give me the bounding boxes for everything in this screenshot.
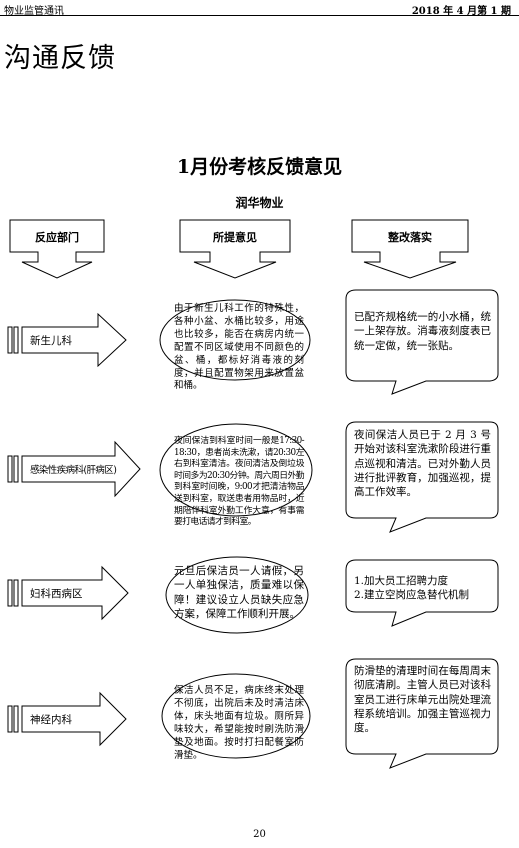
row-2-opinion-ellipse xyxy=(159,423,313,517)
row-2-arrow xyxy=(21,440,141,498)
row-3-opinion-ellipse xyxy=(165,556,309,634)
row-3-arrow xyxy=(21,565,129,621)
row-3-marker-bar xyxy=(7,579,13,607)
row-2-opinion: 夜间保洁到科室时间一般是17:30-18:30，患者尚未洗漱，请20:30左右到… xyxy=(174,436,305,528)
row-2-department: 感染性疾病科(肝病区) xyxy=(30,465,117,476)
row-3-department: 妇科西病区 xyxy=(30,588,83,600)
row-4-marker-bar xyxy=(13,705,19,733)
row-1-opinion: 由于新生儿科工作的特殊性，各种小盆、水桶比较多，用途也比较多，能否在病房内统一配… xyxy=(174,303,304,392)
row-1-arrow xyxy=(21,312,127,368)
column-header-shape-rectification xyxy=(351,219,469,279)
rectification-item: 2.建立空岗应急替代机制 xyxy=(354,589,470,602)
row-4-opinion-ellipse xyxy=(161,673,311,759)
row-3-opinion: 元旦后保洁员一人请假，另一人单独保洁，质量难以保障！建议设立人员缺失应急方案，保… xyxy=(174,565,304,620)
row-4-opinion: 保洁人员不足，病床终末处理不彻底，出院后未及时清洁床体，床头地面有垃圾。厕所异味… xyxy=(174,685,304,761)
row-4-department: 神经内科 xyxy=(30,714,72,726)
row-2-rectification: 夜间保洁人员已于 2 月 3 号开始对该科室洗漱阶段进行重点巡视和清洁。已对外勤… xyxy=(354,429,491,499)
header-divider xyxy=(0,15,519,16)
column-header-shape-opinion xyxy=(179,219,291,279)
row-1-marker-bar xyxy=(7,326,13,354)
rectification-item: 1.加大员工招聘力度 xyxy=(354,575,449,587)
row-1-rectification: 已配齐规格统一的小水桶，统一上架存放。消毒液刻度表已统一定做，统一张贴。 xyxy=(354,311,491,352)
row-4-speech-bubble xyxy=(345,658,499,769)
column-header-department: 反应部门 xyxy=(35,231,79,244)
row-1-speech-bubble xyxy=(345,289,499,395)
column-header-rectification: 整改落实 xyxy=(388,231,432,244)
document-subtitle: 润华物业 xyxy=(235,196,284,210)
row-2-graphics xyxy=(7,421,499,533)
page-number: 20 xyxy=(253,829,266,840)
header-issue: 2018 年 4 月第 1 期 xyxy=(411,6,511,17)
header-publication: 物业监管通讯 xyxy=(4,6,64,17)
row-2-speech-bubble xyxy=(345,421,499,533)
row-2-marker-bar xyxy=(7,455,13,483)
row-3-marker-bar xyxy=(13,579,19,607)
row-1-graphics xyxy=(7,289,499,395)
page-title: 沟通反馈 xyxy=(4,43,116,74)
row-3-rectification-list: 1.加大员工招聘力度 2.建立空岗应急替代机制 xyxy=(354,574,491,603)
column-header-opinion: 所提意见 xyxy=(213,231,257,244)
row-1-opinion-ellipse xyxy=(159,299,311,381)
row-1-department: 新生儿科 xyxy=(30,335,72,347)
row-4-rectification: 防滑垫的清理时间在每周周末彻底清刷。主管人员已对该科室员工进行床单元出院处理流程… xyxy=(354,665,491,735)
row-3-graphics xyxy=(7,556,499,634)
row-2-marker-bar xyxy=(13,455,19,483)
column-header-shape-department xyxy=(9,219,105,279)
row-4-graphics xyxy=(7,658,499,769)
row-1-marker-bar xyxy=(13,326,19,354)
row-4-marker-bar xyxy=(7,705,13,733)
document-title: 1月份考核反馈意见 xyxy=(176,156,343,178)
row-3-speech-bubble xyxy=(345,559,499,627)
row-4-arrow xyxy=(21,691,127,747)
